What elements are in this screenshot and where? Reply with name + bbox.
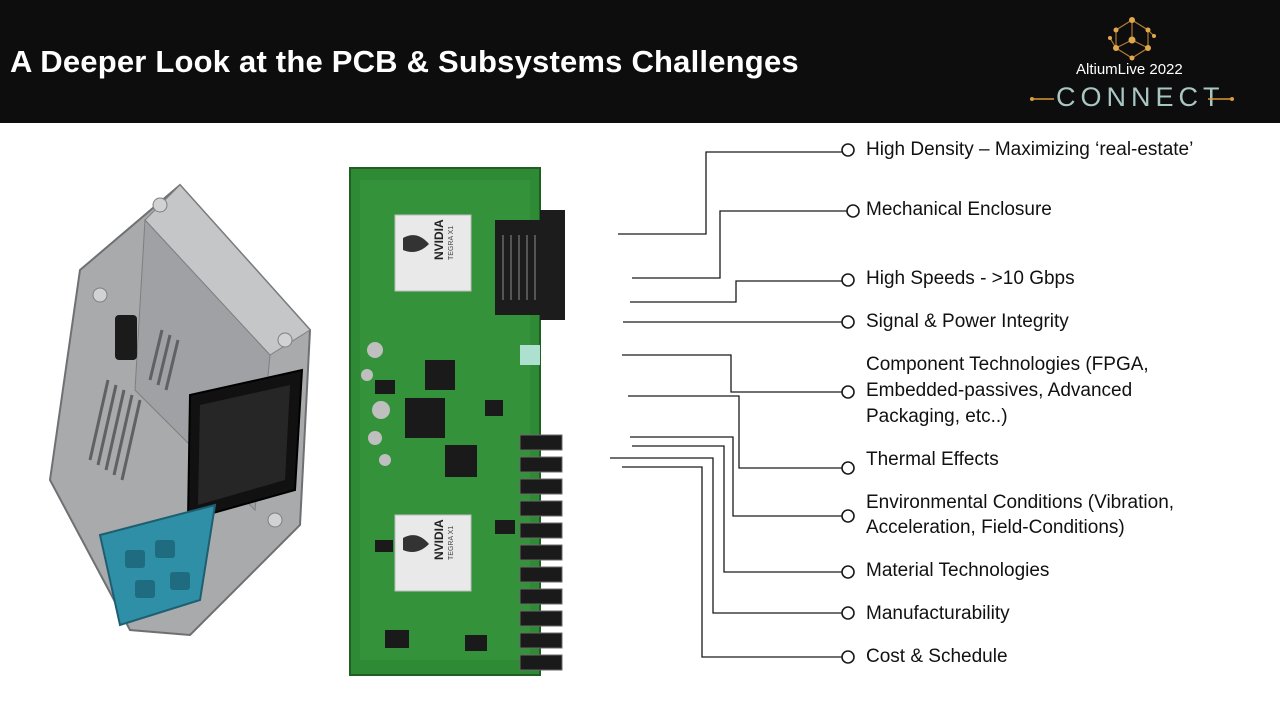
challenge-environmental-line1: Environmental Conditions (Vibration,: [866, 492, 1175, 513]
ecu-enclosure-image: [48, 183, 312, 637]
marker-thermal: [841, 461, 855, 475]
challenge-component-technologies-line3: Packaging, etc..): [866, 406, 1008, 427]
marker-signal-power: [841, 315, 855, 329]
chip-brand-bottom: NVIDIA: [432, 519, 446, 560]
marker-high-speeds: [841, 273, 855, 287]
pcb-board-image: NVIDIA TEGRA X1 NVIDIA TEGRA X1: [349, 167, 565, 676]
slide-title: A Deeper Look at the PCB & Subsystems Ch…: [10, 44, 799, 79]
challenge-cost-schedule: Cost & Schedule: [866, 646, 1008, 667]
challenge-component-technologies-line1: Component Technologies (FPGA,: [866, 354, 1149, 375]
logo-line-right: [1208, 97, 1234, 101]
marker-material: [841, 565, 855, 579]
event-connect-word: CONNECT: [1056, 82, 1225, 112]
challenge-mechanical-enclosure: Mechanical Enclosure: [866, 199, 1052, 220]
challenge-signal-power-integrity: Signal & Power Integrity: [866, 311, 1069, 332]
logo-line-left: [1030, 97, 1054, 101]
marker-component-tech: [841, 385, 855, 399]
slide-header: A Deeper Look at the PCB & Subsystems Ch…: [0, 0, 1280, 123]
event-name: AltiumLive 2022: [1076, 61, 1183, 78]
marker-environmental: [841, 509, 855, 523]
challenge-high-density: High Density – Maximizing ‘real-estate’: [866, 139, 1194, 160]
marker-manufacturability: [841, 606, 855, 620]
marker-high-density: [841, 143, 855, 157]
marker-mechanical: [846, 204, 860, 218]
chip-brand-top: NVIDIA: [432, 219, 446, 260]
challenge-material-technologies: Material Technologies: [866, 560, 1050, 581]
chip-model-bottom: TEGRA X1: [448, 526, 455, 560]
challenge-manufacturability: Manufacturability: [866, 603, 1010, 624]
event-logo-icon: [1108, 17, 1156, 61]
challenge-component-technologies-line2: Embedded-passives, Advanced: [866, 380, 1133, 401]
marker-cost: [841, 650, 855, 664]
chip-model-top: TEGRA X1: [448, 226, 455, 260]
challenge-high-speeds: High Speeds - >10 Gbps: [866, 268, 1075, 289]
challenge-environmental-line2: Acceleration, Field-Conditions): [866, 517, 1125, 538]
challenge-thermal-effects: Thermal Effects: [866, 449, 999, 470]
